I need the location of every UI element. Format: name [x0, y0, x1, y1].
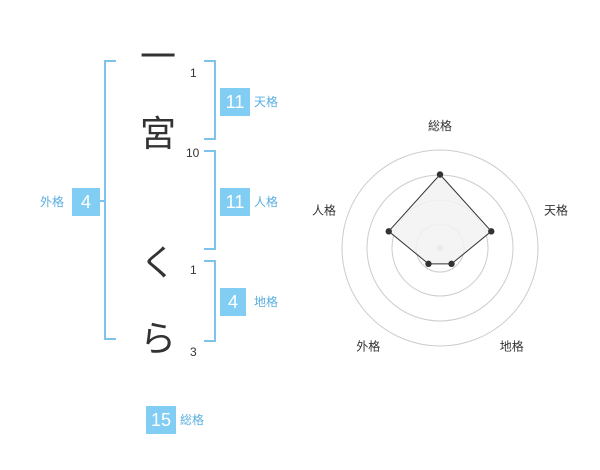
tenkaku-value: 11 — [220, 88, 250, 116]
radar-axis-label-3: 外格 — [356, 339, 380, 354]
radar-points — [385, 171, 495, 268]
tenkaku-label: 天格 — [254, 95, 279, 109]
stroke-count-1: 1 — [190, 66, 197, 80]
jinkaku-label: 人格 — [254, 195, 279, 209]
jinkaku-value: 11 — [220, 188, 250, 216]
chikaku-label: 地格 — [254, 295, 279, 309]
radar-axis-label-1: 天格 — [544, 202, 568, 217]
gaikaku-label: 外格 — [40, 195, 65, 209]
radar-point-3 — [425, 260, 432, 268]
soukaku-label: 総格 — [180, 413, 205, 427]
name-char-3: く — [139, 243, 176, 284]
radar-area — [387, 173, 493, 265]
radar-point-0 — [436, 171, 444, 178]
name-char-4: ら — [139, 319, 176, 360]
radar-axis-label-2: 地格 — [500, 339, 524, 354]
soukaku-value: 15 — [146, 406, 176, 434]
radar-point-1 — [488, 228, 495, 235]
radar-point-2 — [448, 260, 455, 268]
stroke-count-4: 3 — [190, 345, 197, 359]
name-char-1: 一 — [139, 37, 176, 78]
radar-point-4 — [385, 228, 392, 235]
radar-ring — [341, 149, 539, 347]
stroke-count-2: 10 — [186, 146, 200, 160]
stroke-count-3: 1 — [190, 263, 197, 277]
chikaku-value: 4 — [220, 288, 246, 316]
name-char-2: 宮 — [139, 114, 176, 155]
gaikaku-value: 4 — [72, 188, 100, 216]
radar-axis-label-4: 人格 — [312, 202, 336, 217]
radar-axis-label-0: 総格 — [428, 118, 452, 133]
